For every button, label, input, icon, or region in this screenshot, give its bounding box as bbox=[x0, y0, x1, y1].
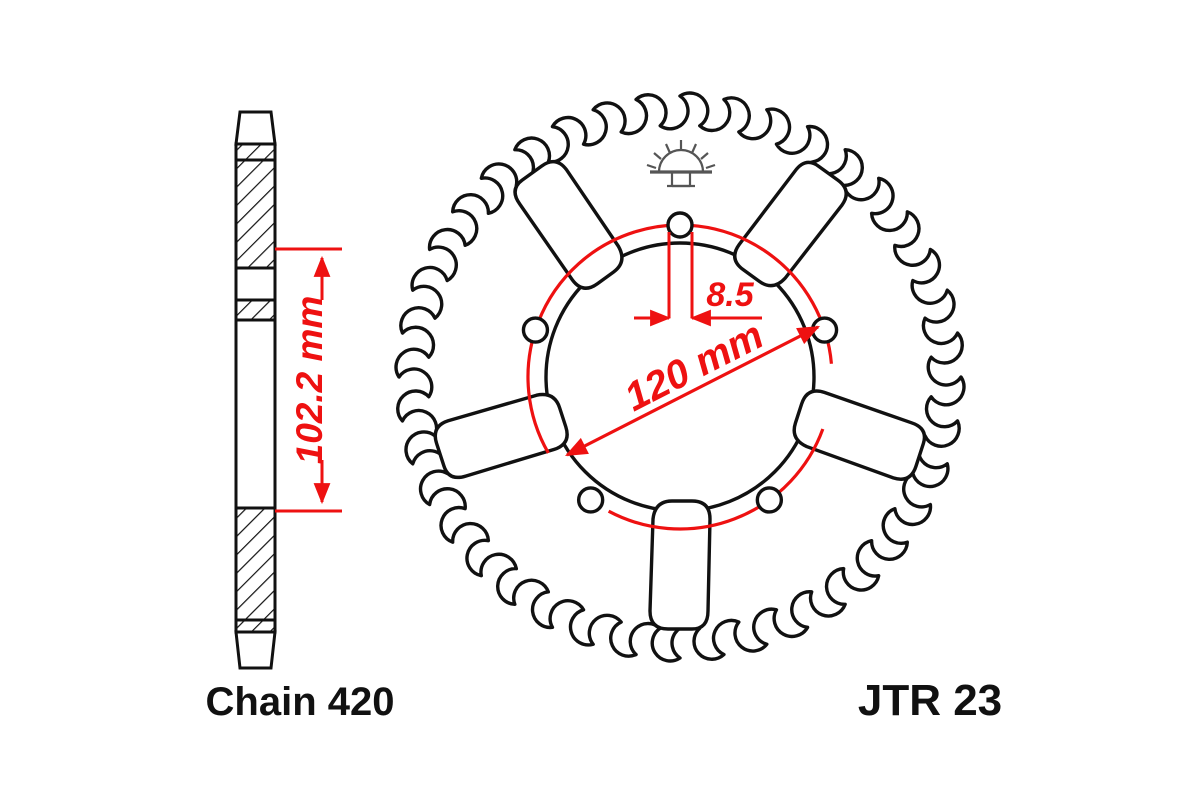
bolt-hole bbox=[666, 211, 694, 239]
dimension-102mm: 102.2 mm bbox=[275, 247, 342, 513]
bolt-hole bbox=[521, 316, 550, 344]
top-land-band bbox=[234, 266, 277, 302]
part-number-label: JTR 23 bbox=[858, 676, 1002, 725]
bolt-hole bbox=[755, 486, 784, 514]
bottom-tooth-chamfer bbox=[234, 630, 277, 670]
dimension-line-120mm bbox=[565, 325, 820, 457]
side-profile-view bbox=[234, 110, 277, 670]
top-tooth-chamfer bbox=[234, 110, 277, 146]
bolt-hole bbox=[810, 316, 839, 344]
lightening-cutout bbox=[648, 499, 712, 631]
dimension-label-102mm: 102.2 mm bbox=[289, 296, 330, 465]
dimension-8point5: 8.5 bbox=[634, 232, 762, 327]
chain-size-label: Chain 420 bbox=[206, 680, 395, 724]
sun-rays-icon bbox=[646, 140, 716, 170]
bolt-hole bbox=[576, 486, 605, 514]
bolt-circle-arc-upper bbox=[526, 223, 834, 454]
lightening-cutout bbox=[513, 159, 624, 290]
lightening-cutout bbox=[733, 160, 848, 288]
bolt-holes bbox=[521, 211, 839, 514]
bolt-circle-arc-lower bbox=[607, 428, 825, 531]
jt-sunrise-logo bbox=[646, 140, 716, 188]
upper-web-sliver-hatched bbox=[234, 298, 277, 322]
bottom-tooth-section-hatched bbox=[234, 506, 277, 634]
dimension-label-8point5: 8.5 bbox=[706, 276, 754, 314]
top-tooth-section-hatched bbox=[234, 142, 277, 270]
